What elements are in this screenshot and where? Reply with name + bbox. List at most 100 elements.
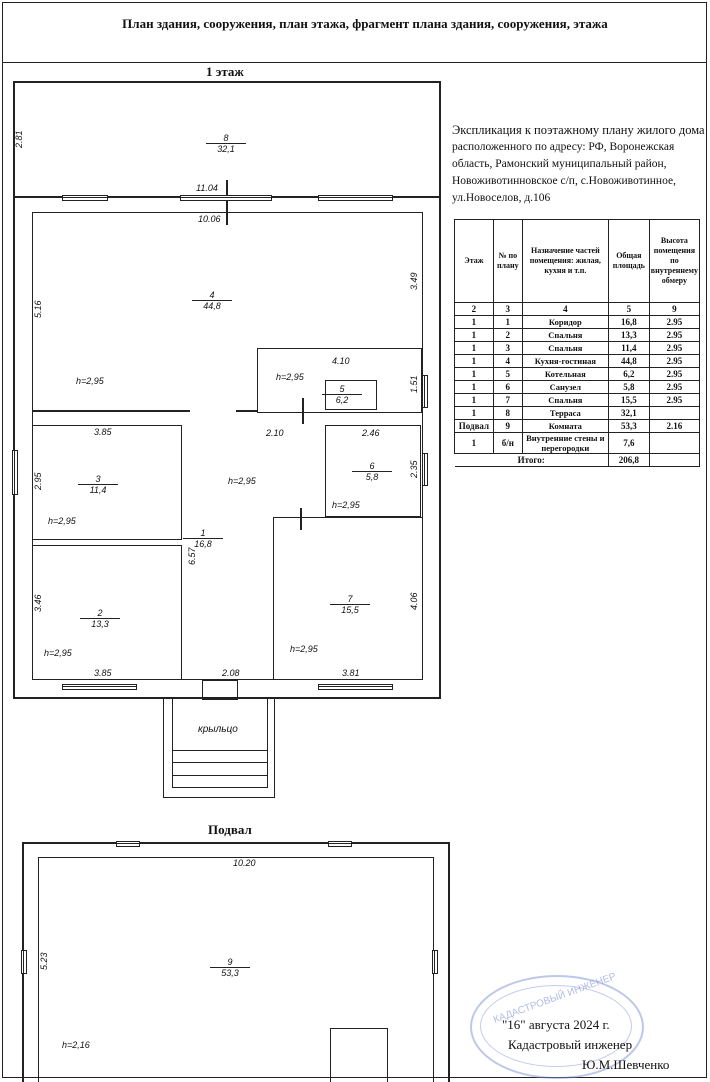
table-cell: 2.16 bbox=[648, 419, 701, 433]
dim-r3-height: 2.95 bbox=[33, 472, 43, 490]
window-r5 bbox=[422, 375, 428, 408]
window-bottom-2 bbox=[318, 684, 393, 690]
room-4-height: h=2,95 bbox=[76, 376, 104, 386]
table-cell: 5 bbox=[492, 367, 523, 381]
explication-address: расположенного по адресу: РФ, Воронежска… bbox=[452, 141, 676, 204]
table-cell: 15,5 bbox=[607, 393, 650, 407]
room-5-outline bbox=[257, 348, 422, 413]
explication-table: Этаж № по плану Назначение частей помеще… bbox=[454, 219, 701, 467]
header-area: Общая площадь bbox=[607, 219, 650, 303]
table-cell: 7 bbox=[492, 393, 523, 407]
table-cell: 1 bbox=[454, 380, 494, 394]
table-cell: 6,2 bbox=[607, 367, 650, 381]
colnum: 9 bbox=[648, 302, 701, 316]
table-cell: 2.95 bbox=[648, 367, 701, 381]
room-9-height: h=2,16 bbox=[62, 1040, 90, 1050]
table-cell: б/н bbox=[492, 432, 523, 454]
table-total-row: Итого: 206,8 bbox=[454, 453, 701, 467]
boiler-unit bbox=[325, 380, 377, 410]
dim-house-width-inner: 10.06 bbox=[198, 214, 221, 224]
colnum: 2 bbox=[454, 302, 494, 316]
table-cell: 1 bbox=[454, 328, 494, 342]
porch-step-1 bbox=[172, 750, 268, 751]
table-cell: Санузел bbox=[521, 380, 609, 394]
table-cell: 5,8 bbox=[607, 380, 650, 394]
basement-window-1 bbox=[116, 841, 140, 847]
table-cell: 8 bbox=[492, 406, 523, 420]
dim-r4-left: 5.16 bbox=[33, 300, 43, 318]
terrace-outline bbox=[13, 81, 441, 196]
table-cell bbox=[648, 406, 701, 420]
table-cell: Терраса bbox=[521, 406, 609, 420]
table-colnum-row: 2 3 4 5 9 bbox=[454, 302, 701, 316]
porch-outline bbox=[163, 698, 275, 798]
header-purpose: Назначение частей помещения: жилая, кухн… bbox=[521, 219, 609, 303]
table-cell: Кухня-гостиная bbox=[521, 354, 609, 368]
table-cell: 1 bbox=[454, 315, 494, 329]
table-cell: 3 bbox=[492, 341, 523, 355]
table-cell: Спальня bbox=[521, 341, 609, 355]
dim-r2-height: 3.46 bbox=[33, 594, 43, 612]
table-cell: 1 bbox=[492, 315, 523, 329]
total-label: Итого: bbox=[454, 453, 609, 467]
window-top-3 bbox=[318, 195, 393, 201]
table-cell: 13,3 bbox=[607, 328, 650, 342]
dim-entrance-width: 2.08 bbox=[222, 668, 240, 678]
table-cell: 4 bbox=[492, 354, 523, 368]
partition-r4-left bbox=[32, 410, 190, 412]
dim-r6-width: 2.46 bbox=[362, 428, 380, 438]
dim-r3-width: 3.85 bbox=[94, 427, 112, 437]
window-r6 bbox=[422, 453, 428, 486]
table-cell: 1 bbox=[454, 354, 494, 368]
room-7-height: h=2,95 bbox=[290, 644, 318, 654]
table-cell: 1 bbox=[454, 406, 494, 420]
explication-heading: Экспликация к поэтажному плану жилого до… bbox=[452, 122, 706, 207]
room-7-outline bbox=[273, 517, 423, 680]
table-cell: Спальня bbox=[521, 393, 609, 407]
table-cell: 44,8 bbox=[607, 354, 650, 368]
r5-door-mark bbox=[302, 398, 304, 424]
partition-r4-right bbox=[236, 410, 258, 412]
room-2-outline bbox=[32, 545, 182, 680]
colnum: 4 bbox=[521, 302, 609, 316]
basement-title: Подвал bbox=[208, 822, 252, 837]
basement-window-3 bbox=[21, 950, 27, 974]
entrance-door bbox=[202, 680, 238, 700]
r7-door-mark bbox=[300, 508, 302, 530]
table-cell: 6 bbox=[492, 380, 523, 394]
porch-step-2 bbox=[172, 762, 268, 763]
porch-step-3 bbox=[172, 775, 268, 776]
room-6-height: h=2,95 bbox=[332, 500, 360, 510]
dim-corridor-width: 2.10 bbox=[266, 428, 284, 438]
table-cell: Внутренние стены и перегородки bbox=[521, 432, 609, 454]
table-header-row: Этаж № по плану Назначение частей помеще… bbox=[454, 219, 701, 303]
dim-terrace-height: 2.81 bbox=[14, 130, 24, 148]
dim-house-width-outer: 11.04 bbox=[196, 183, 218, 193]
table-cell: 2.95 bbox=[648, 354, 701, 368]
room-3-outline bbox=[32, 425, 182, 540]
table-cell: Коридор bbox=[521, 315, 609, 329]
window-bottom-1 bbox=[62, 684, 137, 690]
header-floor: Этаж bbox=[454, 219, 494, 303]
table-cell: Комната bbox=[521, 419, 609, 433]
dim-basement-height: 5.23 bbox=[39, 952, 49, 970]
dim-r5-width: 4.10 bbox=[332, 356, 350, 366]
table-cell: 2.95 bbox=[648, 328, 701, 342]
table-cell: 7,6 bbox=[607, 432, 650, 454]
basement-stair bbox=[330, 1028, 388, 1082]
terrace-door-mark bbox=[226, 180, 228, 225]
header-number: № по плану bbox=[492, 219, 523, 303]
room-3-height: h=2,95 bbox=[48, 516, 76, 526]
